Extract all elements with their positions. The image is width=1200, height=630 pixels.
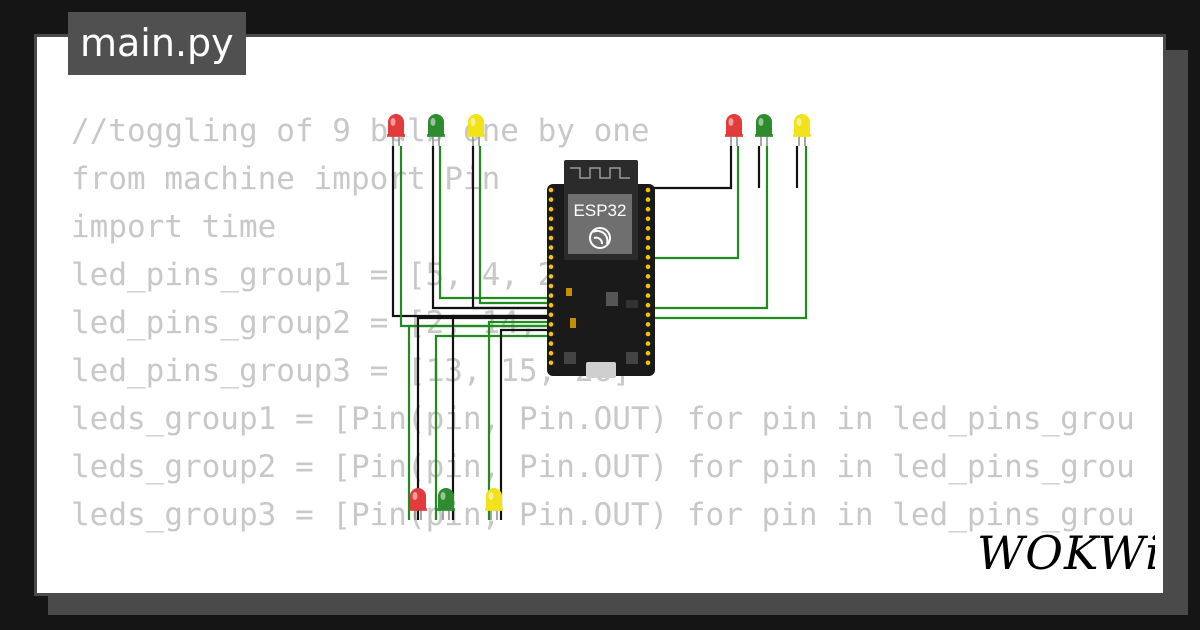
header-pin[interactable]: [645, 302, 651, 308]
smd-component: [570, 318, 576, 328]
header-pin[interactable]: [645, 226, 651, 231]
header-pin[interactable]: [645, 322, 651, 327]
header-pin[interactable]: [645, 283, 651, 289]
wire-black[interactable]: [499, 328, 548, 520]
header-pin[interactable]: [548, 235, 554, 241]
wire-black[interactable]: [471, 146, 548, 310]
header-pin[interactable]: [645, 331, 651, 337]
header-pin[interactable]: [548, 302, 554, 308]
header-pin[interactable]: [645, 245, 651, 250]
header-pin[interactable]: [548, 206, 554, 212]
wire-black[interactable]: [391, 146, 548, 318]
wokwi-logo: WOKWi: [977, 526, 1155, 580]
boot-button[interactable]: [564, 352, 576, 364]
header-pin[interactable]: [645, 216, 651, 222]
header-pin[interactable]: [548, 350, 554, 356]
header-pin[interactable]: [548, 226, 554, 231]
board-label: ESP32: [574, 201, 627, 220]
header-pin[interactable]: [548, 254, 554, 260]
header-pin[interactable]: [548, 264, 554, 270]
code-line: led_pins_group1 = [5, 4, 2]: [71, 257, 575, 293]
header-pin[interactable]: [645, 254, 651, 260]
led-yellow[interactable]: [485, 488, 503, 520]
wire-black[interactable]: [431, 146, 548, 310]
usb-port-icon: [586, 362, 616, 378]
led-green[interactable]: [755, 114, 773, 146]
header-pin[interactable]: [548, 293, 554, 298]
header-pin[interactable]: [645, 274, 651, 279]
header-pin[interactable]: [645, 350, 651, 356]
header-pin[interactable]: [548, 274, 554, 279]
code-line: leds_group2 = [Pin(pin, Pin.OUT) for pin…: [71, 449, 1133, 485]
wokwi-logo-text: WOKWi: [977, 526, 1155, 580]
smd-component: [626, 300, 638, 308]
file-tab[interactable]: main.py: [68, 12, 246, 75]
led-yellow[interactable]: [793, 114, 811, 146]
header-pin[interactable]: [645, 293, 651, 298]
code-line: import time: [71, 209, 277, 245]
wire-green[interactable]: [478, 146, 548, 305]
code-line: leds_group3 = [Pin(pin, Pin.OUT) for pin…: [71, 497, 1133, 533]
led-red[interactable]: [387, 114, 405, 146]
regulator-chip: [606, 292, 618, 306]
espressif-logo-icon: [589, 227, 611, 249]
esp32-board[interactable]: ESP32: [547, 160, 655, 378]
wire-black[interactable]: [652, 146, 733, 190]
header-pin[interactable]: [645, 264, 651, 270]
leds: [387, 114, 811, 520]
led-green[interactable]: [437, 488, 455, 520]
module-shield: [568, 194, 632, 254]
led-yellow[interactable]: [467, 114, 485, 146]
header-pin[interactable]: [548, 245, 554, 250]
wire-black[interactable]: [451, 314, 548, 520]
wire-green[interactable]: [438, 146, 548, 300]
wire-green[interactable]: [652, 146, 808, 320]
header-pin[interactable]: [645, 197, 651, 202]
header-pin[interactable]: [548, 322, 554, 327]
wire-green[interactable]: [487, 320, 548, 520]
led-green[interactable]: [427, 114, 445, 146]
header-pins: [548, 187, 651, 366]
led-red[interactable]: [409, 488, 427, 520]
header-pin[interactable]: [645, 206, 651, 212]
en-button[interactable]: [626, 352, 638, 364]
header-pin[interactable]: [548, 197, 554, 202]
wire-green[interactable]: [652, 146, 740, 260]
header-pin[interactable]: [548, 283, 554, 289]
header-pin[interactable]: [548, 360, 554, 366]
code-line: leds_group1 = [Pin(pin, Pin.OUT) for pin…: [71, 401, 1133, 437]
header-pin[interactable]: [548, 341, 554, 346]
header-pin[interactable]: [548, 216, 554, 222]
header-pin[interactable]: [645, 187, 651, 193]
led-red[interactable]: [725, 114, 743, 146]
header-pin[interactable]: [645, 235, 651, 241]
antenna-trace: [570, 167, 630, 179]
header-pin[interactable]: [645, 360, 651, 366]
smd-led-icon: [566, 288, 572, 296]
header-pin[interactable]: [548, 187, 554, 193]
header-pin[interactable]: [548, 331, 554, 337]
wire-green[interactable]: [652, 146, 769, 310]
header-pin[interactable]: [548, 312, 554, 318]
header-pin[interactable]: [645, 341, 651, 346]
header-pin[interactable]: [645, 312, 651, 318]
wires: [391, 146, 808, 520]
wire-black[interactable]: [416, 316, 548, 520]
